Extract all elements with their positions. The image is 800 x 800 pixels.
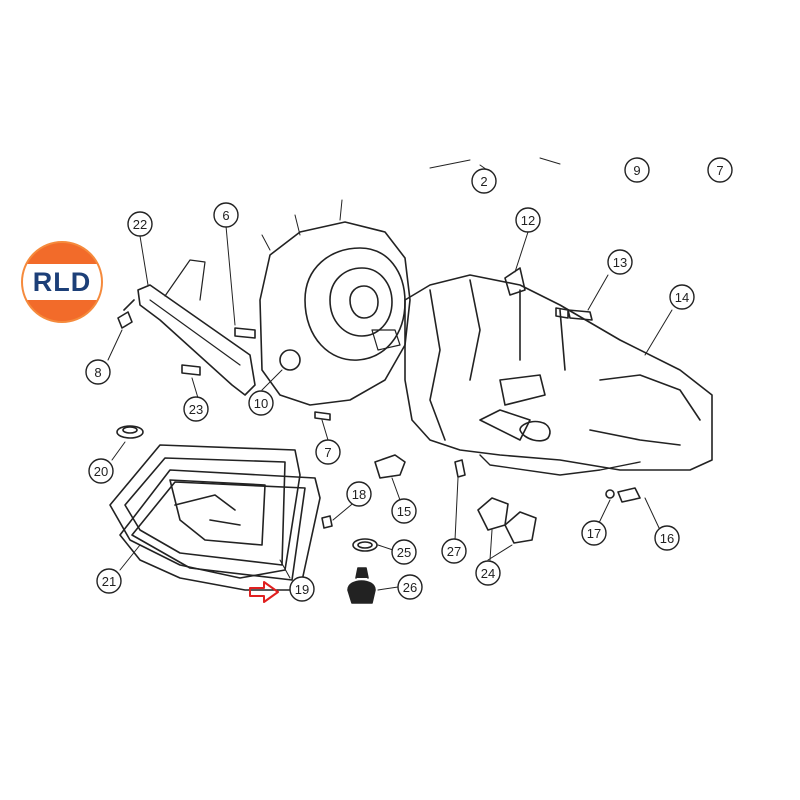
logo-circle-icon: [20, 241, 104, 323]
callout-24: 24: [475, 560, 501, 586]
support-bracket: [137, 284, 256, 396]
svg-text:22: 22: [133, 217, 147, 232]
callout-26: 26: [397, 574, 423, 600]
brand-logo: RLD: [20, 240, 104, 324]
callout-9: 9: [624, 157, 650, 183]
bolt-6: [234, 327, 256, 339]
filter-15: [374, 454, 406, 479]
svg-text:16: 16: [660, 531, 674, 546]
highlight-arrow-icon: [249, 581, 279, 603]
callout-15: 15: [391, 498, 417, 524]
svg-text:27: 27: [447, 544, 461, 559]
callout-18: 18: [346, 481, 372, 507]
sensor-26: [347, 580, 376, 604]
clip-27: [454, 459, 466, 478]
callout-12: 12: [515, 207, 541, 233]
callout-2: 2: [471, 168, 497, 194]
svg-text:19: 19: [295, 582, 309, 597]
logo-text: RLD: [32, 267, 92, 297]
svg-text:17: 17: [587, 526, 601, 541]
svg-text:25: 25: [397, 545, 411, 560]
svg-text:14: 14: [675, 290, 689, 305]
callout-22: 22: [127, 211, 153, 237]
svg-text:20: 20: [94, 464, 108, 479]
svg-text:18: 18: [352, 487, 366, 502]
solenoid-24-a: [477, 497, 509, 531]
callout-14: 14: [669, 284, 695, 310]
svg-text:6: 6: [222, 208, 229, 223]
callout-19: 19: [289, 576, 315, 602]
ring-17: [605, 489, 615, 499]
o-ring-25: [352, 538, 378, 552]
svg-text:23: 23: [189, 402, 203, 417]
svg-text:21: 21: [102, 574, 116, 589]
svg-text:15: 15: [397, 504, 411, 519]
seal-20: [116, 425, 144, 439]
callout-17: 17: [581, 520, 607, 546]
svg-text:13: 13: [613, 255, 627, 270]
bolt-18: [321, 515, 333, 529]
callout-16: 16: [654, 525, 680, 551]
bolt-8: [117, 299, 135, 329]
bolt-13: [555, 307, 593, 321]
callout-6: 6: [213, 202, 239, 228]
callout-7-top: 7: [707, 157, 733, 183]
callout-23: 23: [183, 396, 209, 422]
bell-housing: [259, 221, 411, 406]
bolt-23: [181, 364, 201, 376]
switch-16: [617, 487, 641, 503]
callout-7: 7: [315, 439, 341, 465]
svg-text:8: 8: [94, 365, 101, 380]
transmission-case: [404, 274, 713, 471]
svg-text:7: 7: [716, 163, 723, 178]
svg-text:10: 10: [254, 396, 268, 411]
svg-text:7: 7: [324, 445, 331, 460]
callout-10: 10: [248, 390, 274, 416]
svg-text:2: 2: [480, 174, 487, 189]
callout-21: 21: [96, 568, 122, 594]
callout-27: 27: [441, 538, 467, 564]
callout-8: 8: [85, 359, 111, 385]
callout-25: 25: [391, 539, 417, 565]
solenoid-24-b: [504, 511, 537, 544]
bolt-7: [314, 411, 331, 421]
callout-20: 20: [88, 458, 114, 484]
callout-13: 13: [607, 249, 633, 275]
svg-text:24: 24: [481, 566, 495, 581]
svg-text:12: 12: [521, 213, 535, 228]
svg-text:26: 26: [403, 580, 417, 595]
svg-text:9: 9: [633, 163, 640, 178]
